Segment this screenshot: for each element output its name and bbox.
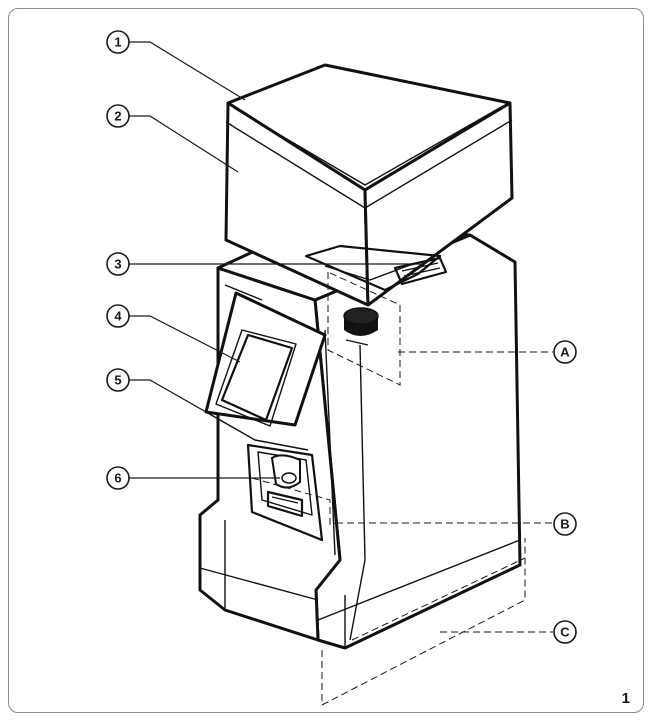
figure-frame xyxy=(8,8,644,713)
svg-text:1: 1 xyxy=(114,35,121,50)
callout-A: A xyxy=(553,340,577,364)
svg-text:6: 6 xyxy=(114,471,121,486)
svg-text:4: 4 xyxy=(114,309,122,324)
callout-C: C xyxy=(553,620,577,644)
figure-number: 1 xyxy=(621,690,630,707)
callout-6: 6 xyxy=(106,466,130,490)
svg-text:A: A xyxy=(560,345,570,360)
callout-2: 2 xyxy=(106,104,130,128)
hopper xyxy=(224,63,514,307)
callout-1: 1 xyxy=(106,30,130,54)
reference-box-B xyxy=(251,477,553,526)
svg-text:3: 3 xyxy=(114,257,121,272)
reference-box-C xyxy=(321,538,553,706)
callout-5: 5 xyxy=(106,368,130,392)
leader-lines xyxy=(128,41,420,479)
spout-area xyxy=(246,443,324,542)
reference-box-A xyxy=(327,271,553,386)
callout-4: 4 xyxy=(106,304,130,328)
svg-text:C: C xyxy=(560,625,570,640)
svg-text:B: B xyxy=(560,517,569,532)
callout-B: B xyxy=(553,512,577,536)
grind-adjust-knob xyxy=(343,307,379,346)
hopper-collar xyxy=(304,244,448,292)
callout-3: 3 xyxy=(106,252,130,276)
svg-text:2: 2 xyxy=(114,109,121,124)
svg-text:5: 5 xyxy=(114,373,121,388)
